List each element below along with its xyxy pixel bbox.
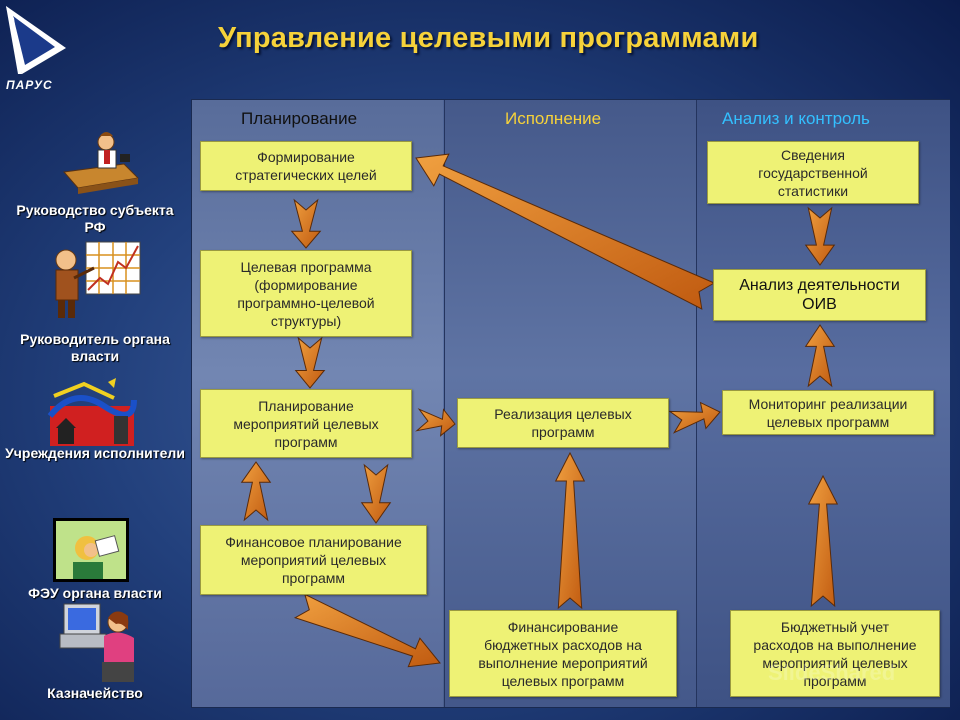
role-executing-institutions: Учреждения исполнители — [5, 445, 185, 461]
official-desk-illustration — [63, 132, 140, 194]
logo-text: ПАРУС — [6, 78, 53, 92]
role-regional-leadership: Руководство субъекта РФ — [16, 202, 174, 235]
role-finance-unit: ФЭУ органа власти — [28, 585, 162, 601]
column-heading-planning: Планирование — [241, 109, 358, 128]
manager-chart-illustration — [55, 241, 141, 318]
page-title: Управление целевыми программами — [218, 22, 759, 54]
finance-unit-illustration — [53, 518, 129, 582]
role-authority-head: Руководитель органа власти — [20, 331, 170, 364]
parus-logo — [6, 6, 66, 74]
column-heading-analysis: Анализ и контроль — [722, 109, 870, 128]
treasury-illustration — [59, 603, 134, 682]
watermark: SlideShared — [768, 660, 896, 685]
institutions-illustration — [47, 378, 137, 446]
role-treasury: Казначейство — [47, 685, 143, 701]
column-heading-execution: Исполнение — [505, 109, 602, 128]
